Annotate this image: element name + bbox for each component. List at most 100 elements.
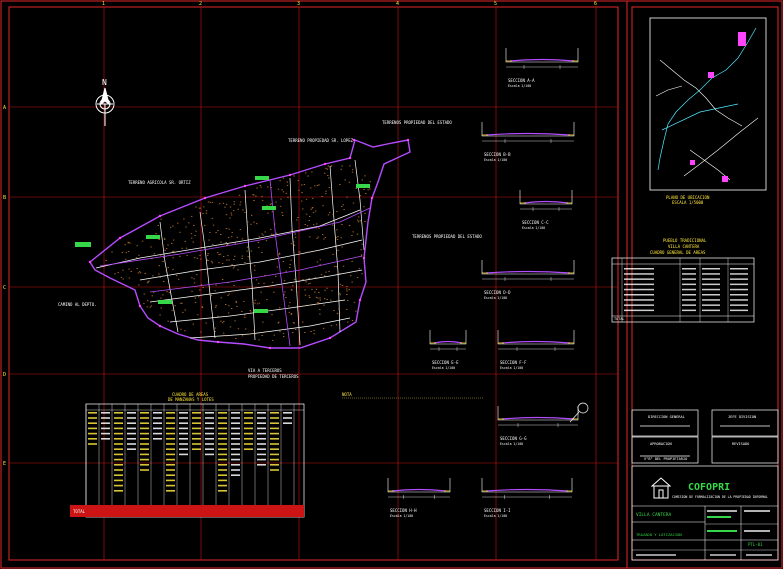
lot-mark — [282, 191, 285, 193]
lot-mark — [270, 203, 272, 205]
general-cell — [682, 304, 696, 306]
lot-mark — [177, 222, 179, 224]
lot-mark — [250, 250, 253, 252]
lot-mark — [256, 223, 258, 225]
lot-mark — [309, 304, 311, 306]
lot-mark — [254, 299, 257, 301]
legend-cell — [218, 422, 227, 424]
lot-mark — [159, 276, 161, 278]
lot-mark — [346, 288, 348, 290]
lot-mark — [266, 299, 268, 301]
legend-cell — [114, 412, 123, 414]
legend-cell — [244, 443, 253, 445]
lot-mark — [193, 225, 195, 226]
lot-mark — [302, 279, 304, 280]
lot-mark — [292, 322, 295, 324]
lot-mark — [184, 330, 186, 332]
general-title-2: VILLA CANTERA — [668, 244, 700, 249]
lot-mark — [289, 302, 291, 304]
lot-mark — [163, 237, 166, 239]
legend-cell — [140, 464, 149, 466]
drawing-name: TRAZADO Y LOTIZACION — [636, 532, 682, 537]
legend-cell — [205, 432, 214, 435]
lot-mark — [355, 310, 357, 312]
lot-mark — [143, 293, 145, 295]
general-cell — [730, 278, 748, 280]
lot-mark — [312, 197, 314, 199]
general-cell — [730, 294, 748, 296]
approval-label-2: JEFE DIVISION — [728, 415, 756, 419]
lot-mark — [160, 218, 162, 220]
lot-mark — [341, 206, 343, 207]
lot-mark — [326, 299, 328, 300]
lot-mark — [229, 217, 231, 219]
org-name: COFOPRI — [688, 482, 730, 493]
note-text: NOTA — [342, 392, 352, 397]
lot-mark — [155, 233, 157, 235]
legend-cell — [114, 432, 123, 435]
legend-total: TOTAL — [73, 509, 86, 514]
lot-mark — [316, 223, 318, 225]
grid-label-left-A: A — [3, 105, 6, 111]
lot-mark — [314, 277, 317, 279]
lot-mark — [254, 265, 256, 267]
lot-mark — [319, 297, 321, 299]
lot-mark — [351, 235, 353, 236]
legend-cell — [218, 474, 227, 476]
org-subtitle: COMISION DE FORMALIZACION DE LA PROPIEDA… — [672, 495, 768, 499]
lot-mark — [239, 204, 241, 206]
general-cell — [702, 273, 720, 275]
lot-mark — [105, 260, 107, 261]
lot-mark — [281, 189, 283, 191]
legend-cell — [127, 432, 136, 435]
lot-mark — [297, 180, 299, 182]
legend-cell — [257, 427, 266, 430]
lot-mark — [231, 264, 233, 266]
lot-mark — [315, 210, 317, 212]
lot-mark — [104, 264, 106, 266]
lot-mark — [315, 296, 318, 298]
legend-cell — [127, 412, 136, 414]
lot-mark — [323, 238, 325, 240]
lot-mark — [242, 209, 244, 211]
lot-mark — [330, 325, 333, 327]
legend-cell — [127, 438, 136, 440]
legend-cell — [283, 412, 292, 414]
lot-mark — [350, 275, 352, 277]
lot-mark — [256, 303, 259, 305]
lot-mark — [347, 258, 349, 260]
general-cell — [702, 283, 720, 286]
lot-mark — [359, 195, 362, 197]
approval-labels: DIRECCION GENERAL JEFE DIVISION APROBACI… — [644, 415, 756, 461]
legend-cell — [88, 432, 97, 435]
legend-cell — [179, 412, 188, 414]
approval-label-1: DIRECCION GENERAL — [648, 415, 685, 419]
legend-cell — [231, 464, 240, 466]
lot-mark — [279, 330, 281, 332]
general-cell — [624, 304, 654, 306]
lot-mark — [235, 301, 237, 302]
lot-mark — [280, 198, 282, 200]
boundary-point — [358, 298, 362, 302]
lot-mark — [336, 239, 339, 240]
legend-cell — [257, 422, 266, 424]
general-cell — [624, 294, 654, 296]
lot-mark — [209, 201, 211, 203]
lot-mark — [160, 297, 162, 299]
lot-mark — [284, 291, 286, 293]
lot-mark — [279, 307, 281, 309]
legend-cell — [166, 417, 175, 419]
lot-mark — [211, 262, 214, 264]
lot-mark — [299, 341, 301, 343]
general-cell — [730, 309, 748, 312]
lot-mark — [207, 253, 209, 255]
legend-cell — [205, 448, 214, 450]
lot-mark — [317, 302, 319, 303]
lot-mark — [318, 227, 320, 229]
lot-mark — [293, 244, 296, 246]
legend-cell — [218, 453, 227, 456]
lot-mark — [292, 285, 294, 287]
lot-mark — [334, 265, 336, 267]
legend-cell — [140, 438, 149, 440]
